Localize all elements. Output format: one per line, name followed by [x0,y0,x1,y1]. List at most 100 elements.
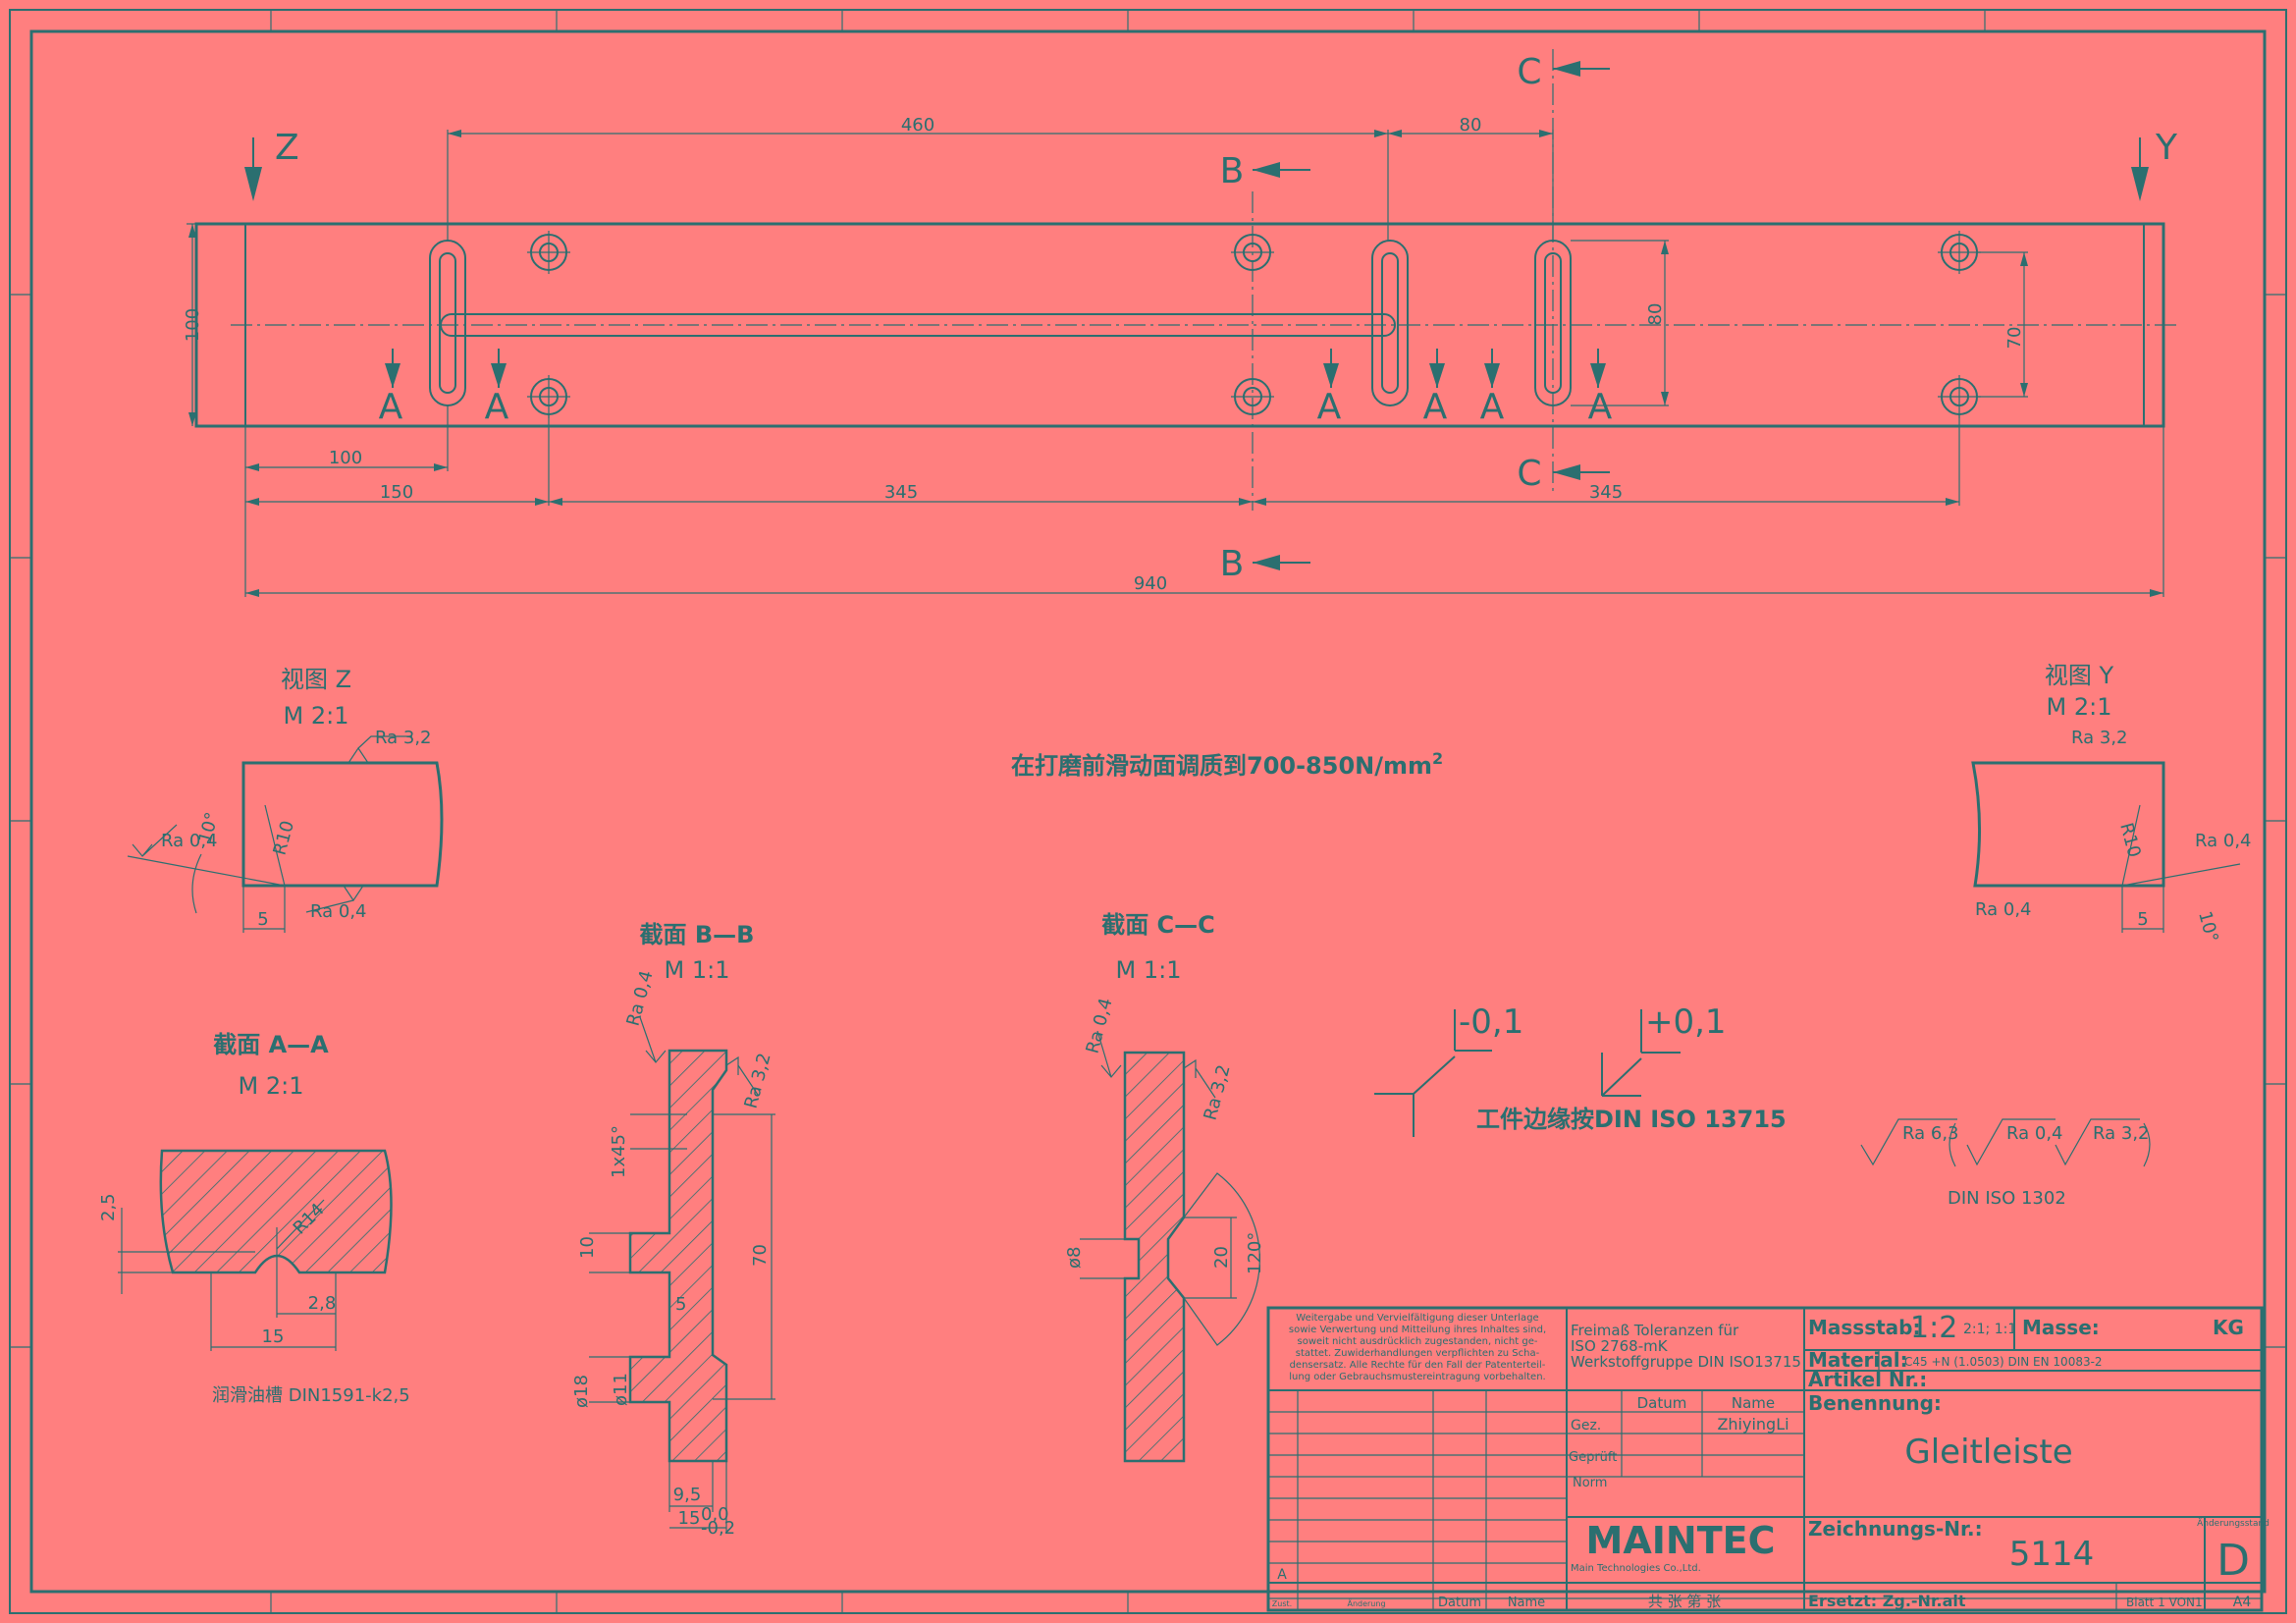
section-cc-dim-20: 20 [1211,1246,1232,1269]
section-mark-c-bottom: C [1517,454,1541,494]
geprueft-label: Geprüft [1569,1450,1617,1465]
view-y-angle: 10° [2194,909,2222,945]
section-aa-title: 截面 A—A [213,1031,329,1058]
dim-80-right: 80 [1645,303,1666,326]
view-mark-z: Z [275,128,299,168]
section-aa-dim-2-5: 2,5 [98,1193,119,1221]
copyright-line-1: Weitergabe und Vervielfältigung dieser U… [1296,1313,1538,1324]
zeichnung-label: Zeichnungs-Nr.: [1808,1517,1983,1541]
main-view: 460 80 100 80 70 100 150 345 345 940 Z Y… [183,49,2179,597]
datum-label: Datum [1637,1394,1687,1412]
view-z-ra-side: Ra 0,4 [161,831,218,851]
view-z: 视图 Z M 2:1 Ra 3,2 Ra 0,4 Ra 0,4 R10 10° … [127,666,444,933]
tolerance-line-3: Werkstoffgruppe DIN ISO13715 [1571,1353,1801,1371]
revision-letter: A [1277,1567,1287,1583]
section-bb: 截面 B—B M 1:1 1x45° 10 5 70 ø18 ø11 9,5 1… [571,921,775,1539]
section-mark-a-5: A [1480,387,1505,427]
view-z-angle: 10° [195,810,224,845]
edge-note: 工件边缘按DIN ISO 13715 [1476,1106,1787,1133]
benennung-value: Gleitleiste [1904,1433,2072,1472]
section-bb-dim-70: 70 [750,1244,771,1267]
section-aa: 截面 A—A M 2:1 2,5 2,8 15 R14 润滑油槽 DIN1591… [98,1031,410,1406]
view-y-ra-bottom: Ra 0,4 [1975,899,2032,920]
masse-label: Masse: [2022,1316,2100,1339]
section-bb-scale: M 1:1 [665,956,730,984]
zeichnung-value: 5114 [2009,1535,2095,1574]
gez-name: ZhiyingLi [1717,1415,1789,1434]
view-y-ra-top: Ra 3,2 [2071,728,2128,748]
norm-label: Norm [1573,1476,1607,1490]
section-cc-ra-b: Ra 3,2 [1201,1062,1235,1122]
format-label: A4 [2233,1595,2252,1610]
section-mark-a-4: A [1423,387,1448,427]
blatt-label: Blatt 1 VON1 [2126,1596,2203,1609]
edge-minus: -0,1 [1459,1002,1523,1042]
roughness-std: DIN ISO 1302 [1948,1188,2066,1209]
section-aa-scale: M 2:1 [239,1072,304,1100]
view-y-scale: M 2:1 [2047,693,2112,721]
dim-80-top: 80 [1460,115,1482,135]
dim-70: 70 [2004,327,2025,350]
footer-sheets: 共 张 第 张 [1648,1593,1721,1610]
view-z-r10: R10 [270,819,298,858]
massstab-label: Massstab: [1808,1316,1920,1339]
section-bb-dim-1x45: 1x45° [609,1125,629,1178]
name-label: Name [1732,1394,1775,1412]
dim-100-bottom: 100 [329,448,362,468]
view-z-title: 视图 Z [281,666,351,693]
ersetzt-label: Ersetzt: Zg.-Nr.alt [1808,1592,1966,1610]
hardening-note: 在打磨前滑动面调质到700-850N/mm2 [1011,749,1443,780]
section-bb-ra-b: Ra 3,2 [741,1051,775,1110]
section-cc-scale: M 1:1 [1116,956,1182,984]
aenderung-label: Änderungsstand [2197,1518,2269,1529]
dim-100-height: 100 [183,308,203,342]
artikel-label: Artikel Nr.: [1808,1368,1927,1391]
edge-symbols: -0,1 +0,1 工件边缘按DIN ISO 13715 [1374,1002,1787,1137]
footer-datum: Datum [1438,1596,1481,1610]
massstab-value: 1:2 [1910,1311,1957,1345]
massstab-alt: 2:1; 1:1 [1963,1322,2016,1337]
section-mark-c-top: C [1517,52,1541,92]
dim-460: 460 [901,115,934,135]
aenderung-value: D [2216,1536,2250,1586]
section-mark-a-3: A [1317,387,1342,427]
masse-unit: KG [2213,1316,2244,1339]
view-z-ra-top: Ra 3,2 [375,728,432,748]
view-y-ra-side: Ra 0,4 [2195,831,2252,851]
section-bb-tol-lower: -0,2 [701,1518,735,1539]
view-y-r10: R10 [2115,821,2144,860]
copyright-line-5: densersatz. Alle Rechte für den Fall der… [1290,1360,1546,1371]
copyright-line-3: soweit nicht ausdrücklich zugestanden, n… [1298,1336,1538,1347]
section-bb-tol-upper: 0,0 [701,1504,729,1525]
title-block: Weitergabe und Vervielfältigung dieser U… [1266,1306,2269,1612]
footer-aenderung: Änderung [1347,1598,1385,1608]
edge-plus: +0,1 [1645,1002,1727,1042]
tolerance-line-1: Freimaß Toleranzen für [1571,1322,1739,1339]
material-value: C45 +N (1.0503) DIN EN 10083-2 [1904,1355,2103,1369]
section-aa-dim-2-8: 2,8 [308,1293,337,1314]
section-bb-dim-11: ø11 [611,1373,631,1406]
gez-label: Gez. [1571,1418,1601,1434]
view-y-title: 视图 Y [2045,662,2114,689]
roughness-legend: Ra 6,3 Ra 0,4 Ra 3,2 DIN ISO 1302 [1860,1118,2151,1209]
dim-150: 150 [380,482,413,503]
section-mark-b-bottom: B [1220,544,1245,584]
footer-zust: Zust. [1272,1599,1292,1608]
section-bb-dim-9-5: 9,5 [673,1485,702,1505]
section-cc-ra-a: Ra 0,4 [1083,996,1117,1055]
view-y-dim5: 5 [2137,909,2148,930]
tolerance-line-2: ISO 2768-mK [1571,1337,1669,1355]
dim-345-left: 345 [884,482,918,503]
section-bb-dim-5: 5 [675,1294,686,1315]
material-label: Material: [1808,1348,1908,1372]
footer-name: Name [1508,1596,1545,1610]
section-bb-dim-15: 15 [678,1508,701,1529]
drawing-frame [9,9,2287,1614]
section-cc: 截面 C—C M 1:1 ø8 20 120° Ra 0,4 Ra 3,2 [1064,911,1265,1463]
dim-940: 940 [1134,573,1167,594]
view-z-scale: M 2:1 [284,702,349,730]
view-z-dim5: 5 [257,909,268,930]
section-aa-dim-15: 15 [262,1326,285,1347]
section-cc-dim-120: 120° [1245,1232,1265,1274]
